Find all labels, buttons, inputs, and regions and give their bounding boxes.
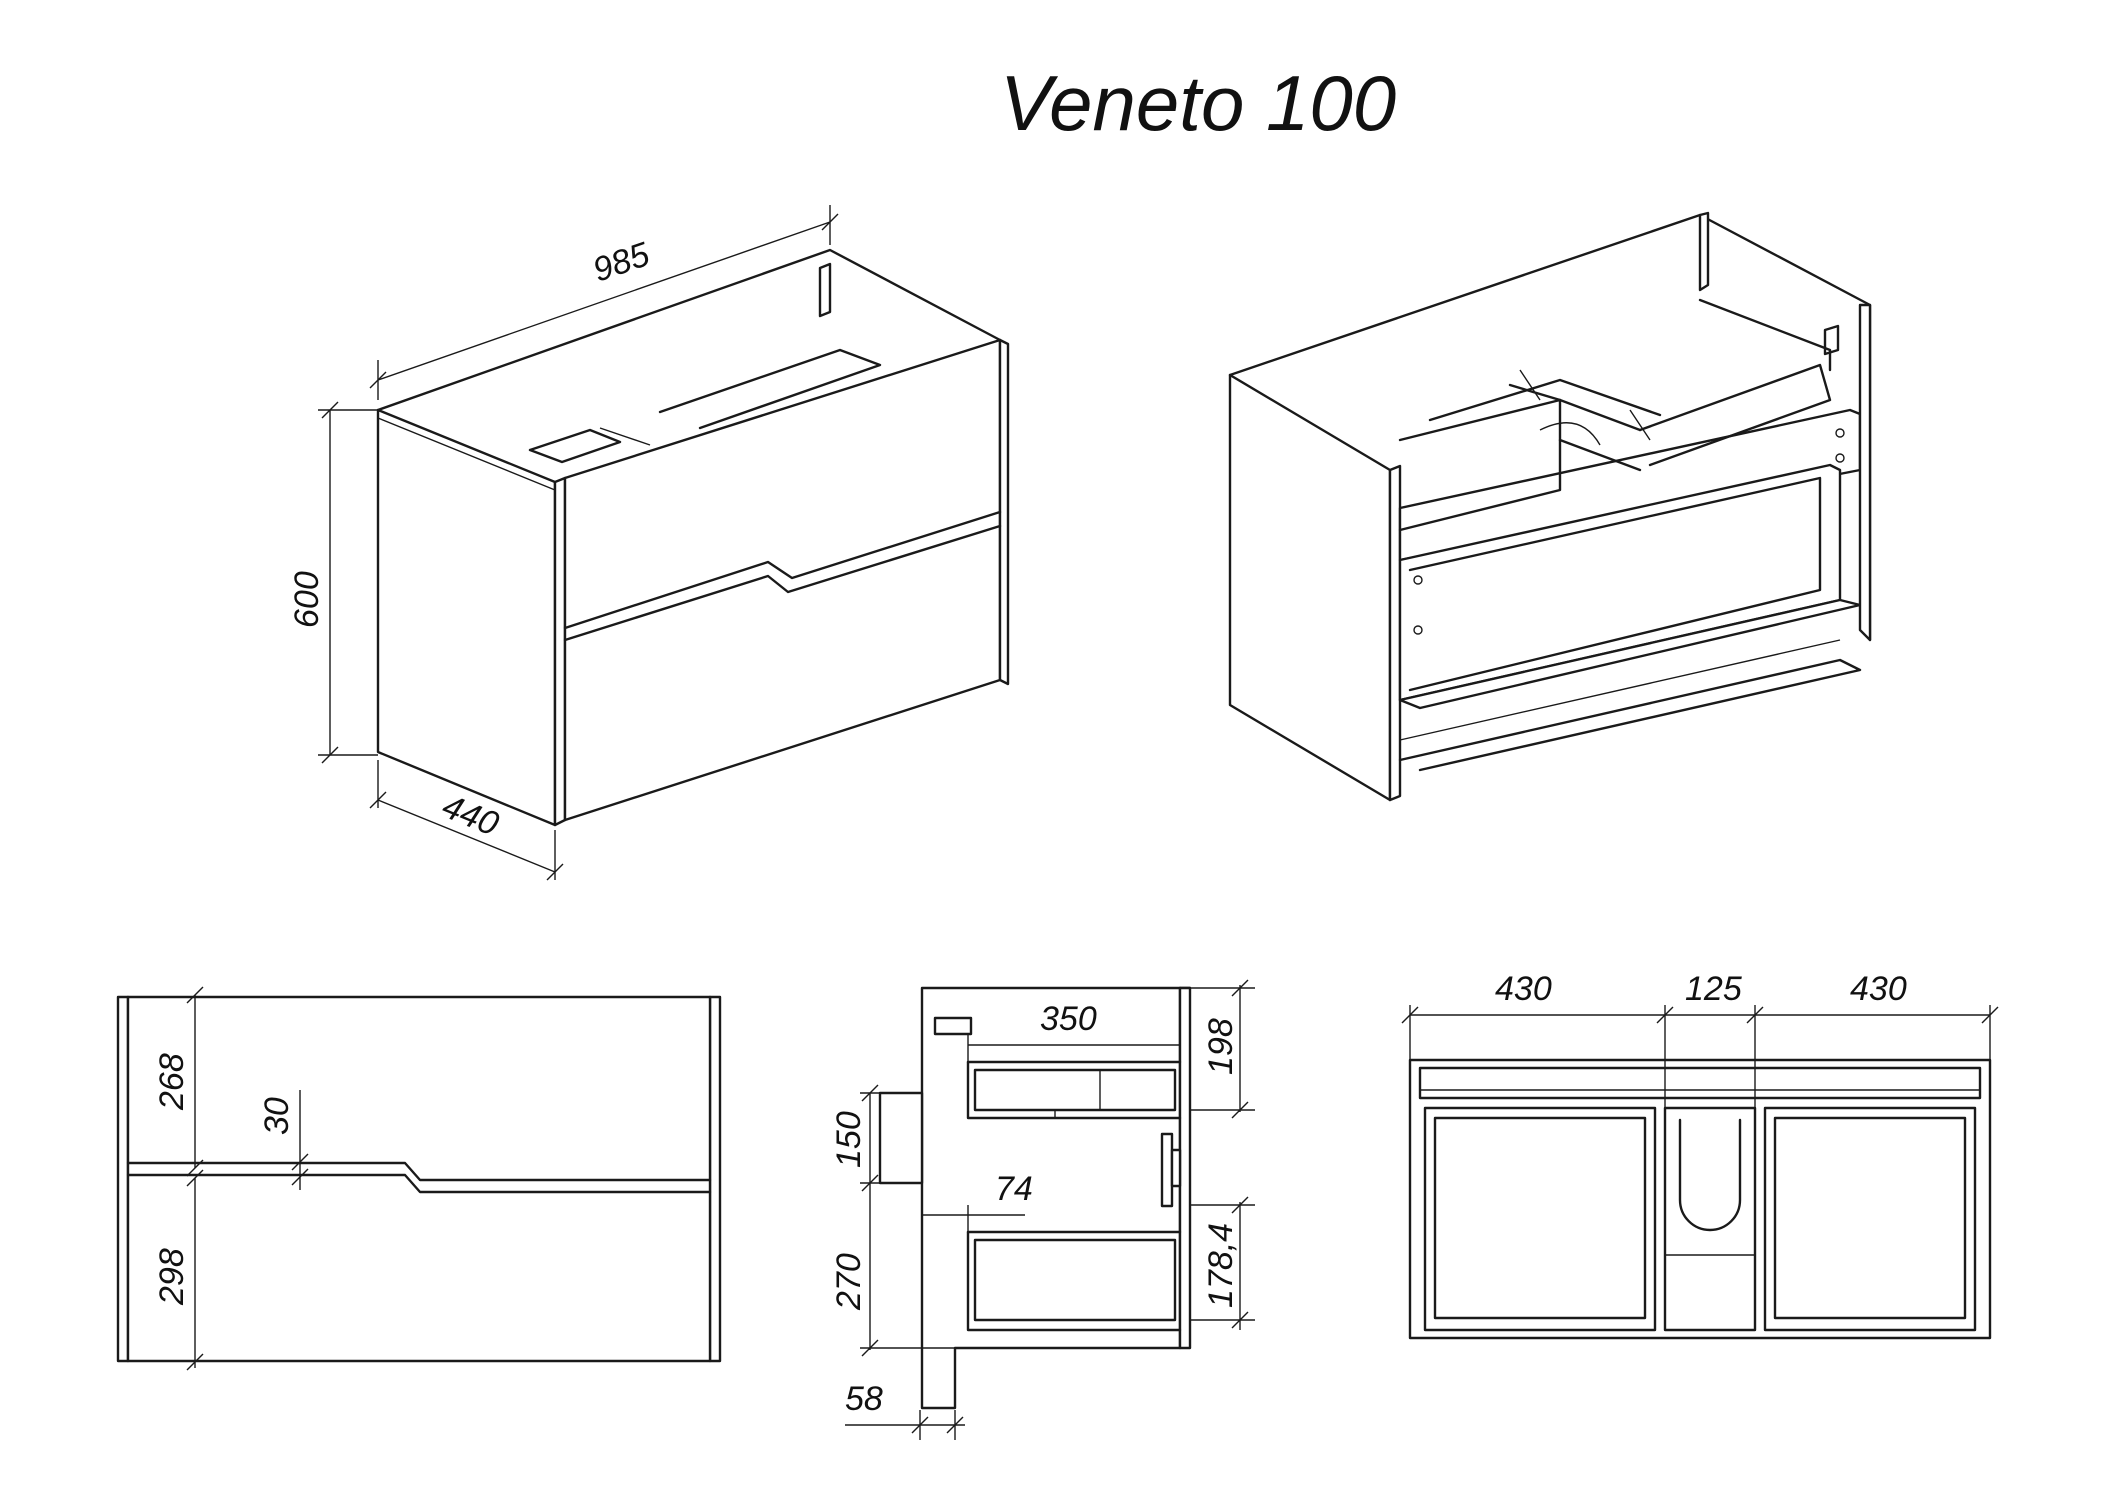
- dim-overall-height: 600: [288, 571, 326, 628]
- dim-overall-width: 985: [588, 235, 654, 289]
- side-section-view: 350 198 150 74 178,4 270: [830, 979, 1255, 1440]
- isometric-view-closed: 985 600 440: [288, 205, 1010, 881]
- dim-side-upper-depth: 350: [1040, 1000, 1097, 1038]
- dim-top-middle: 125: [1685, 970, 1742, 1008]
- dim-side-lower-offset: 74: [995, 1170, 1033, 1208]
- dim-side-plinth: 58: [845, 1380, 883, 1418]
- dim-top-right: 430: [1850, 970, 1907, 1008]
- dim-front-lower-drawer: 298: [153, 1248, 191, 1306]
- top-view: 430 125 430: [1401, 970, 1999, 1340]
- dim-front-upper-drawer: 268: [153, 1053, 191, 1111]
- dim-side-lower-height: 178,4: [1202, 1223, 1240, 1308]
- front-view: 268 298 30: [116, 986, 722, 1371]
- dim-side-lower-section: 270: [830, 1253, 868, 1311]
- dim-side-upper-height: 198: [1202, 1018, 1240, 1075]
- isometric-view-open: [1228, 211, 1872, 802]
- drawing-title: Veneto 100: [1000, 59, 1396, 147]
- dim-front-notch: 30: [258, 1097, 296, 1135]
- dim-top-left: 430: [1495, 970, 1552, 1008]
- dim-side-panel-height: 150: [830, 1111, 868, 1168]
